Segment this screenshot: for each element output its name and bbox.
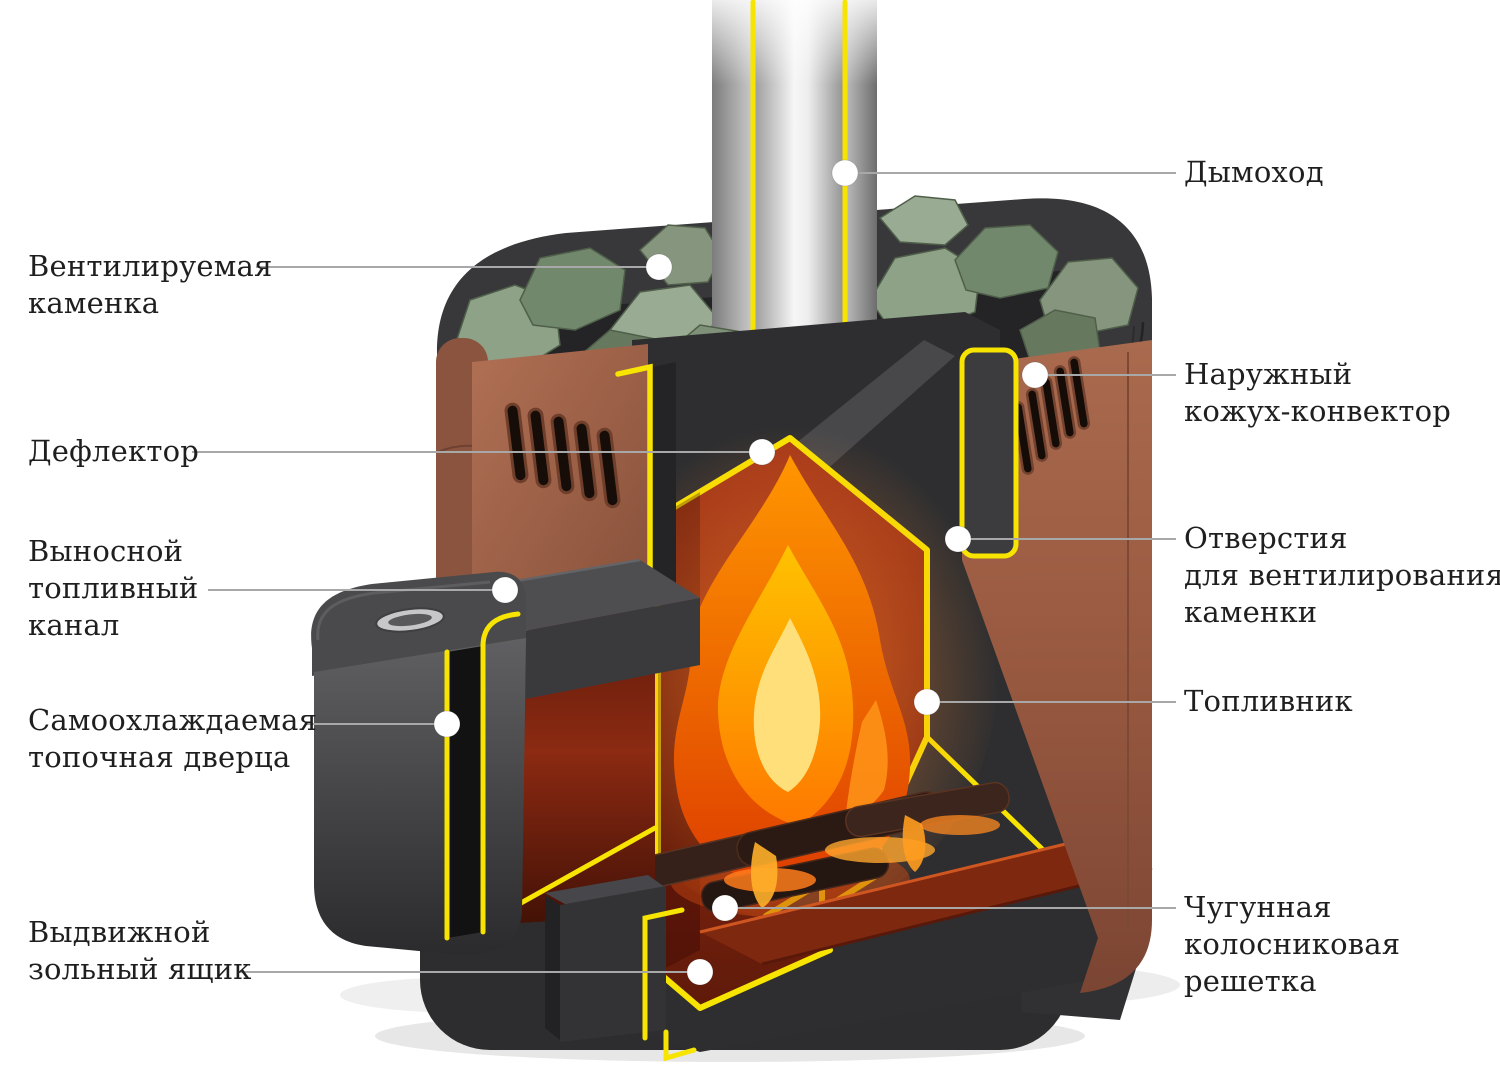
leader-dot xyxy=(433,710,461,738)
label-deflector: Дефлектор xyxy=(28,433,199,470)
label-line: Наружный xyxy=(1184,357,1353,391)
ash-drawer-box xyxy=(545,875,697,1062)
label-line: топливный xyxy=(28,571,199,605)
label-external-fuel-channel: Выносной топливный канал xyxy=(28,533,198,644)
label-line: Дефлектор xyxy=(28,434,200,468)
label-line: Выносной xyxy=(28,534,184,568)
leader-dot xyxy=(686,958,714,986)
label-line: решетка xyxy=(1184,964,1317,998)
leader-dot xyxy=(1021,361,1049,389)
leader-dot xyxy=(645,253,673,281)
vent-slots xyxy=(504,402,621,509)
label-line: Выдвижной xyxy=(28,915,211,949)
label-line: зольный ящик xyxy=(28,952,252,986)
leader-lines xyxy=(192,172,1176,973)
cut-edge xyxy=(480,611,521,649)
leader-dot xyxy=(748,438,776,466)
leader-dot xyxy=(491,576,519,604)
flame xyxy=(580,400,1000,920)
burning-logs xyxy=(625,781,1010,913)
leader-dot xyxy=(944,525,972,553)
label-line: для вентилирования xyxy=(1184,558,1500,592)
convector-cross-section xyxy=(959,347,1019,559)
brand-badge xyxy=(375,607,445,633)
label-line: колосниковая xyxy=(1184,927,1401,961)
label-stone-vent-holes: Отверстия для вентилирования каменки xyxy=(1184,520,1500,631)
leader-dot xyxy=(711,894,739,922)
leader-dot xyxy=(913,688,941,716)
label-line: Вентилируемая xyxy=(28,249,273,283)
label-line: кожух-конвектор xyxy=(1184,394,1452,428)
label-line: Чугунная xyxy=(1184,890,1332,924)
label-line: топочная дверца xyxy=(28,740,291,774)
label-cast-iron-grate: Чугунная колосниковая решетка xyxy=(1184,889,1500,1000)
label-ventilated-stone-chamber: Вентилируемая каменка xyxy=(28,248,272,322)
label-line: Самоохлаждаемая xyxy=(28,703,318,737)
leader-dot xyxy=(831,159,859,187)
label-firebox: Топливник xyxy=(1184,683,1500,720)
leader-dots xyxy=(433,159,1049,986)
label-outer-convector-casing: Наружный кожух-конвектор xyxy=(1184,356,1500,430)
label-self-cooling-door: Самоохлаждаемая топочная дверца xyxy=(28,702,317,776)
label-ash-drawer: Выдвижной зольный ящик xyxy=(28,914,252,988)
cut-edge xyxy=(642,907,685,1041)
label-line: каменка xyxy=(28,286,160,320)
label-line: канал xyxy=(28,608,120,642)
label-chimney: Дымоход xyxy=(1184,154,1500,191)
cut-edge xyxy=(663,1029,697,1062)
label-line: Отверстия xyxy=(1184,521,1348,555)
label-line: каменки xyxy=(1184,595,1318,629)
cut-edge xyxy=(615,363,653,608)
label-line: Топливник xyxy=(1184,684,1353,718)
label-line: Дымоход xyxy=(1184,155,1324,189)
firebox-door xyxy=(311,571,527,955)
